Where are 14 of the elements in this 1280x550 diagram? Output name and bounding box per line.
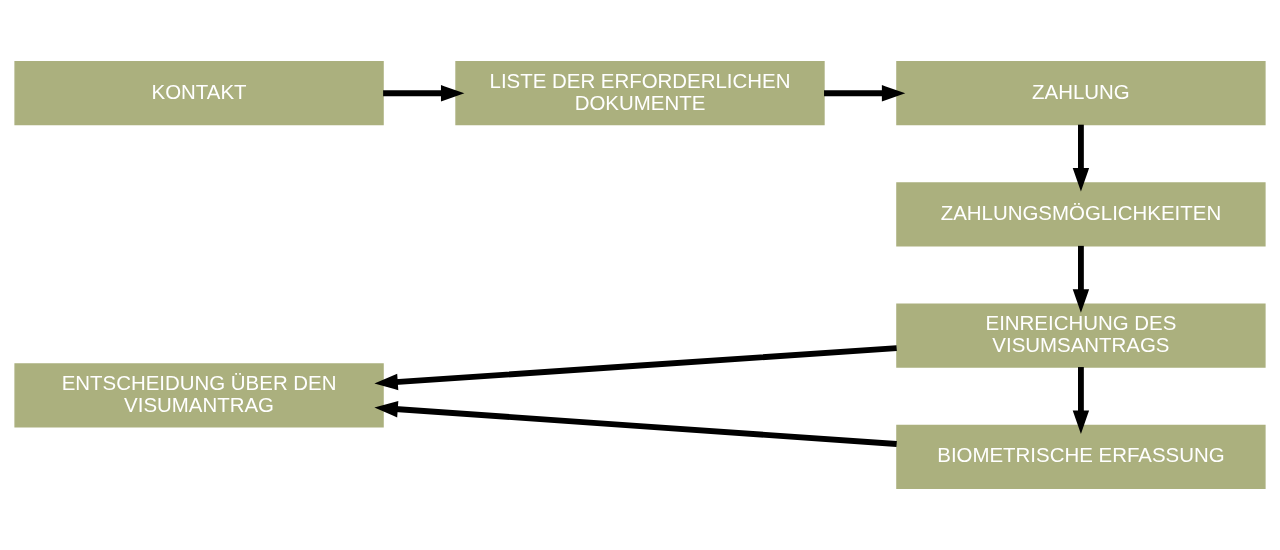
- node-box: KONTAKT: [14, 61, 384, 126]
- node-box: LISTE DER ERFORDERLICHEN DOKUMENTE: [455, 61, 825, 126]
- node-box: ENTSCHEIDUNG ÜBER DEN VISUMANTRAG: [14, 363, 384, 428]
- arrow: [1072, 367, 1090, 434]
- arrow: [1072, 124, 1090, 192]
- node-box: BIOMETRISCHE ERFASSUNG: [896, 424, 1266, 489]
- arrow: [374, 401, 897, 447]
- arrow: [824, 85, 906, 102]
- arrow: [374, 345, 897, 391]
- node-box: EINREICHUNG DES VISUMSANTRAGS: [896, 303, 1266, 368]
- node-box: ZAHLUNG: [896, 61, 1266, 126]
- arrow: [383, 85, 465, 102]
- arrow: [1072, 245, 1090, 313]
- node-box: ZAHLUNGSMÖGLICHKEITEN: [896, 182, 1266, 247]
